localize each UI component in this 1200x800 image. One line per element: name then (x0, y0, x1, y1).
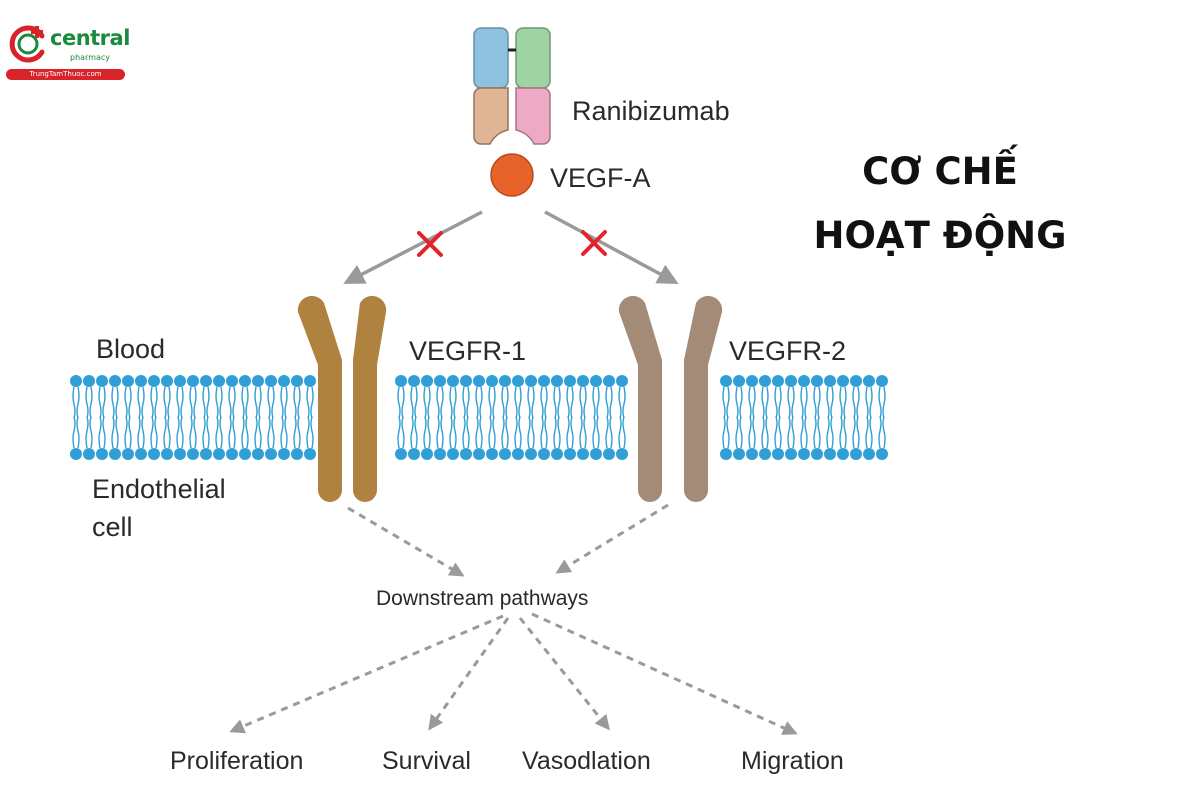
outcome-vasodlation: Vasodlation (522, 747, 651, 775)
lipid-molecule (395, 375, 407, 460)
lipid-molecule (304, 375, 316, 460)
lipid-molecule (746, 375, 758, 460)
outcome-survival: Survival (382, 747, 471, 775)
lipid-molecule (759, 375, 771, 460)
lipid-molecule (278, 375, 290, 460)
lipid-molecule (239, 375, 251, 460)
lipid-molecule (525, 375, 537, 460)
lipid-molecule (616, 375, 628, 460)
logo-brand-name: central (50, 26, 130, 50)
antibody-heavy-variable (473, 27, 509, 89)
lipid-molecule (213, 375, 225, 460)
endothelial-label: Endothelial (92, 474, 226, 504)
title-line-2: HOẠT ĐỘNG (813, 214, 1067, 257)
blood-label: Blood (96, 334, 166, 364)
lipid-molecule (863, 375, 875, 460)
lipid-molecule (460, 375, 472, 460)
lipid-molecule (226, 375, 238, 460)
lipid-molecule (564, 375, 576, 460)
lipid-molecule (733, 375, 745, 460)
outcome-arrow-survival (428, 617, 510, 731)
antibody-light-variable (515, 27, 551, 89)
lipid-molecule (499, 375, 511, 460)
outcome-arrow-vasodlation (518, 617, 610, 731)
lipid-molecule (538, 375, 550, 460)
signal-arrow-vegfr1 (347, 506, 465, 577)
lipid-molecule (876, 375, 888, 460)
lipid-bilayer-membrane (70, 375, 888, 460)
lipid-molecule (83, 375, 95, 460)
lipid-molecule (109, 375, 121, 460)
lipid-molecule (70, 375, 82, 460)
lipid-molecule (252, 375, 264, 460)
lipid-molecule (603, 375, 615, 460)
lipid-molecule (122, 375, 134, 460)
lipid-molecule (135, 375, 147, 460)
vegfr-2-label: VEGFR-2 (729, 336, 847, 366)
antibody-heavy-constant (473, 87, 509, 145)
lipid-molecule (798, 375, 810, 460)
lipid-molecule (96, 375, 108, 460)
cell-label: cell (92, 512, 133, 542)
outcome-arrow-proliferation (229, 614, 504, 734)
vegfr-1-label: VEGFR-1 (409, 336, 527, 366)
downstream-pathways-label: Downstream pathways (376, 587, 589, 610)
lipid-molecule (161, 375, 173, 460)
lipid-molecule (265, 375, 277, 460)
outcome-migration: Migration (741, 747, 844, 775)
ranibizumab-antibody (473, 27, 551, 145)
lipid-molecule (577, 375, 589, 460)
vegfr-1-receptor (297, 295, 387, 502)
x-mark-icon (581, 230, 607, 256)
lipid-molecule (200, 375, 212, 460)
blocked-arrow-vegfr1 (343, 210, 483, 284)
blocked-arrow-vegfr2 (544, 210, 679, 284)
lipid-molecule (148, 375, 160, 460)
lipid-molecule (291, 375, 303, 460)
outcome-proliferation: Proliferation (170, 747, 304, 775)
lipid-molecule (187, 375, 199, 460)
lipid-molecule (811, 375, 823, 460)
logo-subtitle: pharmacy (70, 53, 111, 62)
lipid-molecule (720, 375, 732, 460)
ranibizumab-label: Ranibizumab (572, 96, 730, 126)
lipid-molecule (551, 375, 563, 460)
lipid-molecule (473, 375, 485, 460)
lipid-molecule (785, 375, 797, 460)
title-line-1: CƠ CHẾ (862, 150, 1018, 193)
pharmacy-cross-logo-icon (9, 25, 45, 63)
lipid-molecule (434, 375, 446, 460)
antibody-light-constant (515, 87, 551, 145)
lipid-molecule (421, 375, 433, 460)
lipid-molecule (837, 375, 849, 460)
page-title: CƠ CHẾ HOẠT ĐỘNG (770, 140, 1110, 268)
x-mark-icon (417, 231, 443, 257)
vegf-a-label: VEGF-A (550, 163, 651, 193)
lipid-molecule (590, 375, 602, 460)
vegf-a-ligand (490, 153, 534, 197)
vegfr-2-receptor (618, 295, 723, 502)
lipid-molecule (772, 375, 784, 460)
lipid-molecule (447, 375, 459, 460)
lipid-molecule (174, 375, 186, 460)
central-pharmacy-logo[interactable]: central pharmacy TrungTamThuoc.com (6, 22, 130, 82)
signal-arrow-vegfr2 (555, 503, 669, 574)
logo-url-banner[interactable]: TrungTamThuoc.com (6, 69, 125, 80)
lipid-molecule (850, 375, 862, 460)
lipid-molecule (512, 375, 524, 460)
lipid-molecule (486, 375, 498, 460)
lipid-molecule (824, 375, 836, 460)
lipid-molecule (408, 375, 420, 460)
outcome-arrow-migration (531, 612, 798, 735)
